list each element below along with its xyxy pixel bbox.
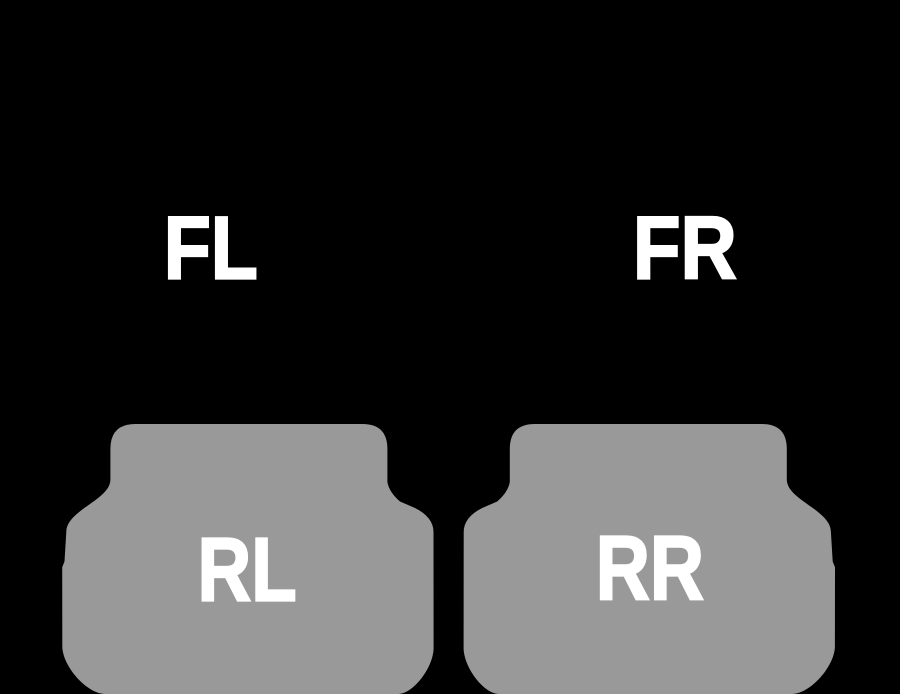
- svg-text:RR: RR: [596, 518, 704, 620]
- svg-text:FL: FL: [164, 199, 258, 298]
- svg-text:RL: RL: [198, 520, 297, 621]
- svg-text:FR: FR: [633, 199, 737, 298]
